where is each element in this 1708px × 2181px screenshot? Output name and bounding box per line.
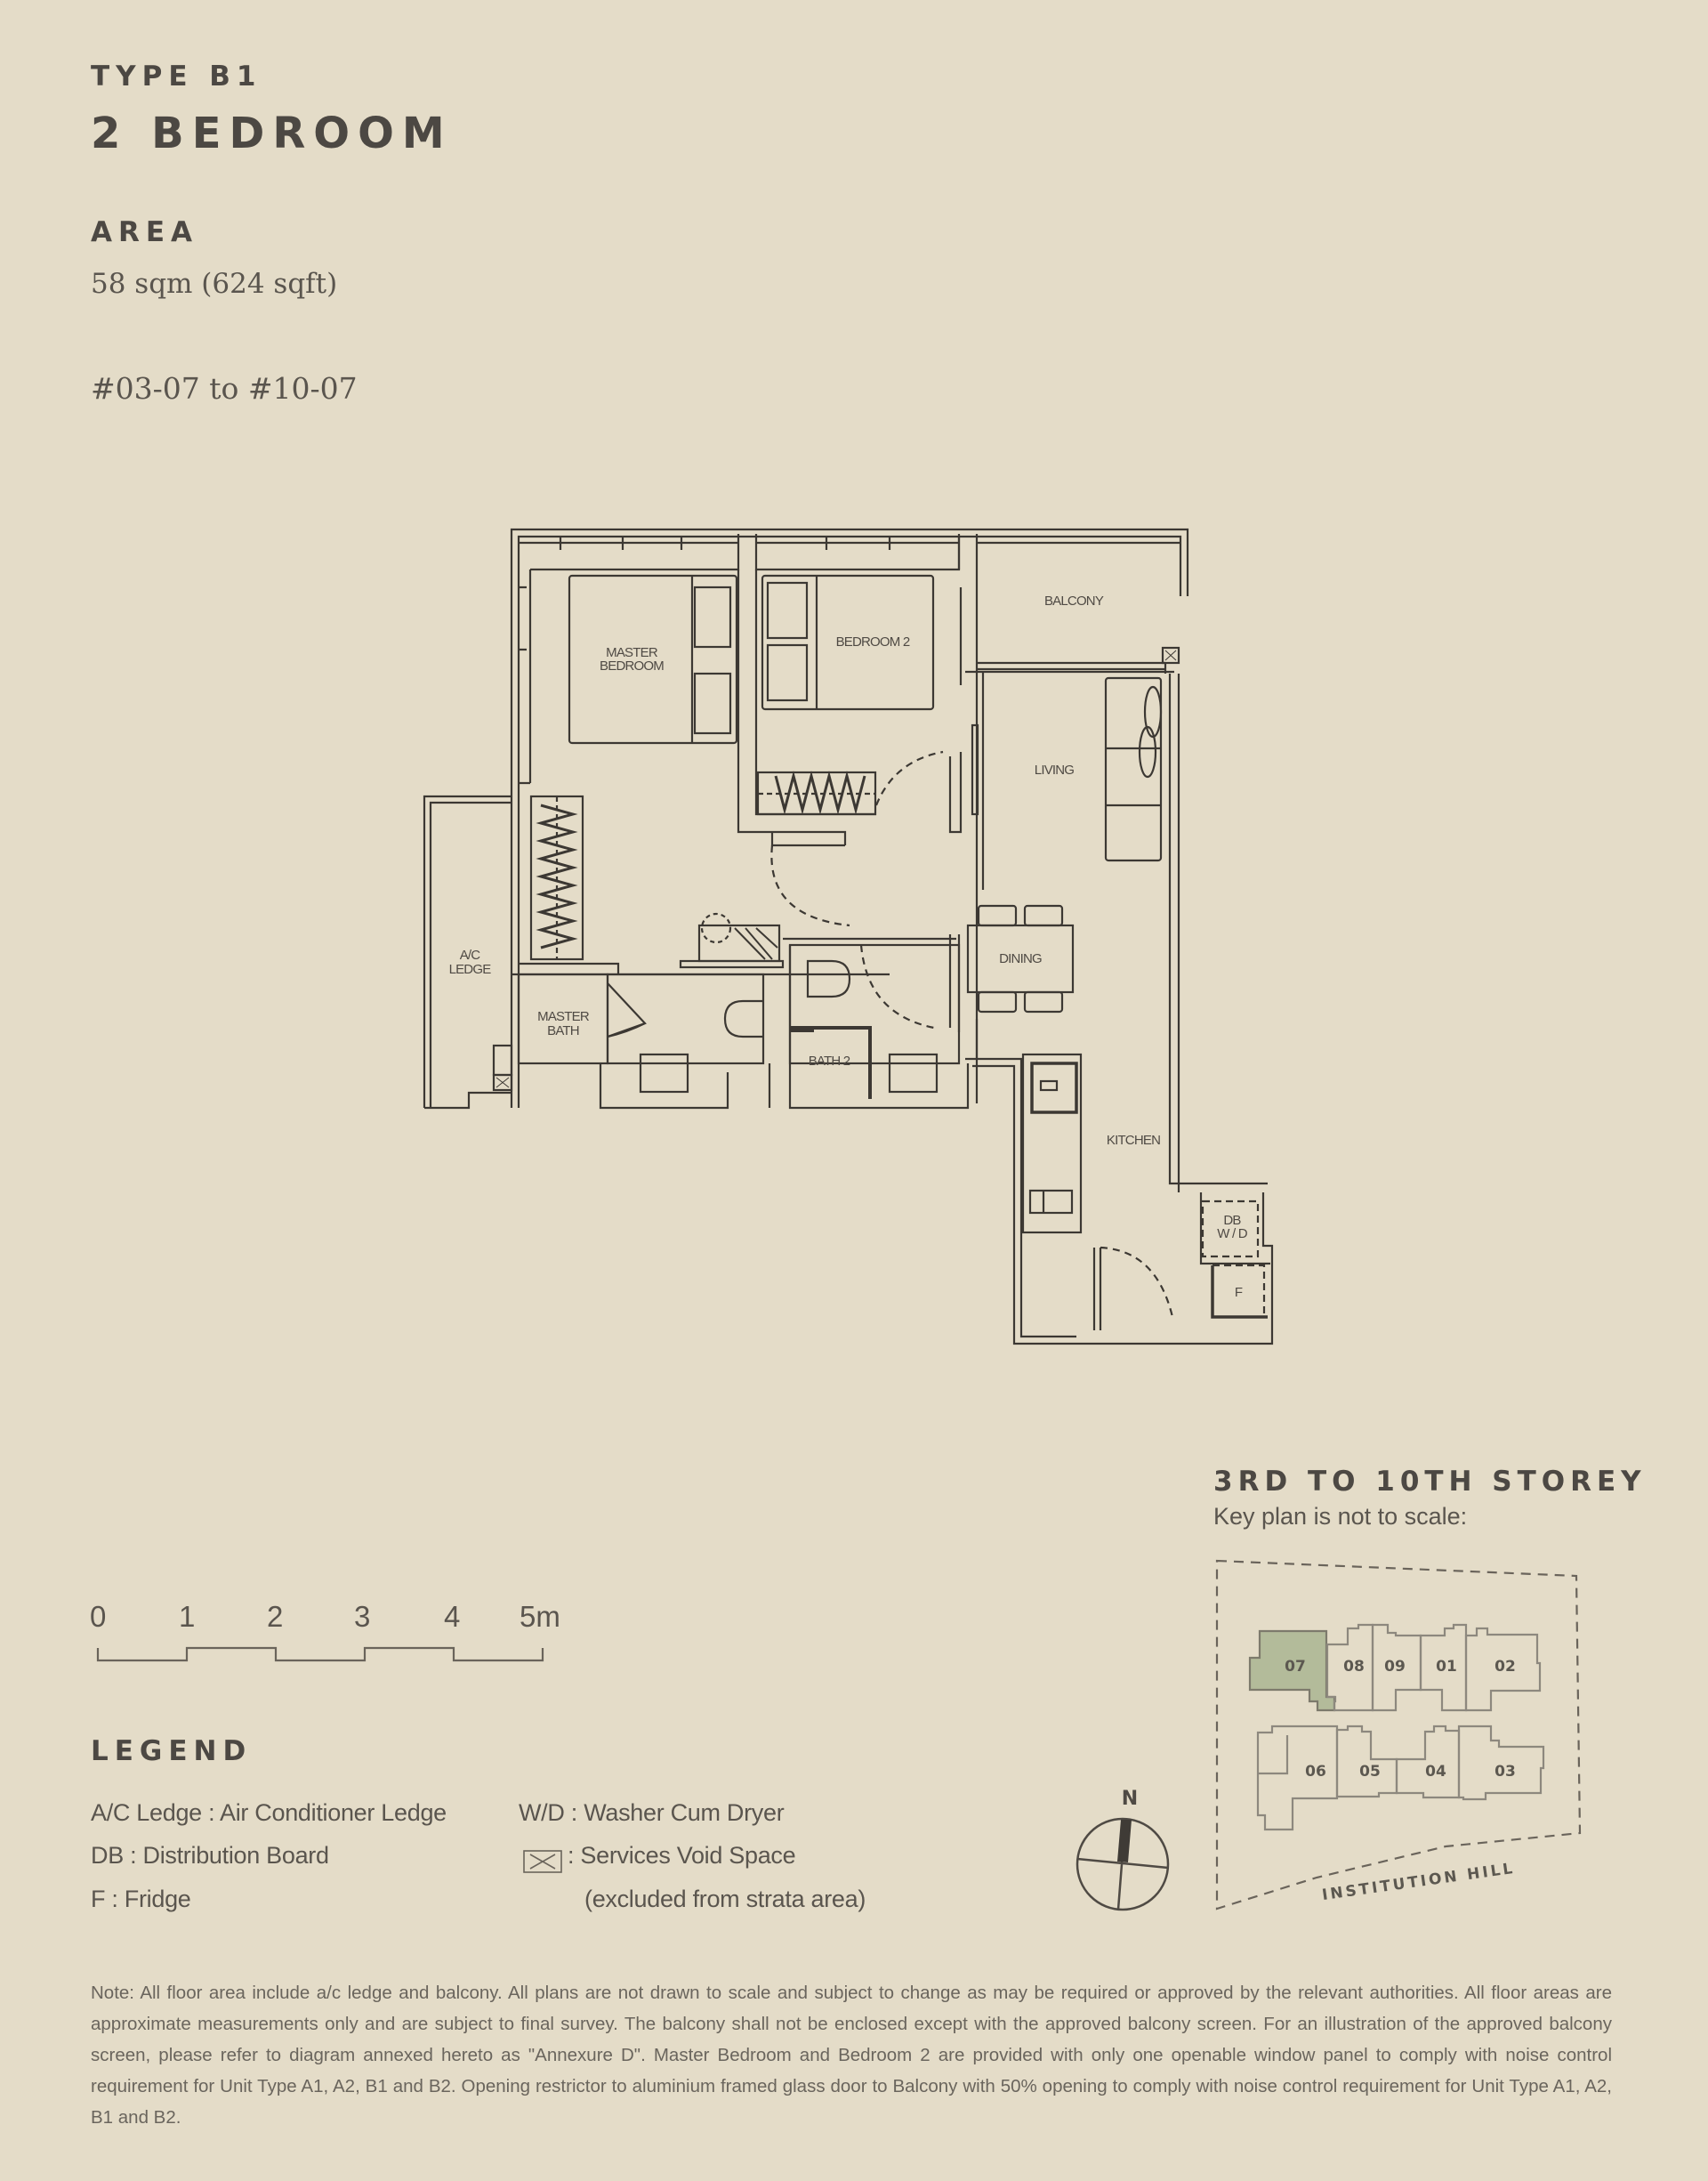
unit-range: #03-07 to #10-07 (91, 371, 358, 406)
legend-item-ac-ledge: A/C Ledge : Air Conditioner Ledge (91, 1799, 447, 1826)
unit-type-label: TYPE B1 (91, 61, 262, 93)
room-label-ac-ledge-2: LEDGE (449, 962, 492, 977)
scale-tick-2: 2 (267, 1600, 284, 1633)
area-value: 58 sqm (624 sqft) (91, 268, 338, 300)
legend-item-services-void: : Services Void Space (568, 1842, 796, 1869)
page-title: 2 BEDROOM (91, 109, 453, 158)
scale-tick-5: 5m (520, 1600, 560, 1633)
room-label-master-bedroom: MASTER (606, 645, 658, 660)
key-unit-label-01: 01 (1436, 1658, 1457, 1676)
room-label-master-bath-2: BATH (547, 1023, 579, 1038)
north-compass-icon: N (1076, 1788, 1170, 1911)
road-label: INSTITUTION HILL (1321, 1860, 1517, 1904)
room-label-bedroom-2: BEDROOM 2 (836, 634, 910, 650)
disclaimer-note: Note: All floor area include a/c ledge a… (91, 1983, 1612, 2128)
key-unit-label-04: 04 (1425, 1763, 1446, 1781)
scale-tick-4: 4 (444, 1600, 461, 1633)
legend-item-fridge: F : Fridge (91, 1886, 191, 1912)
storey-heading: 3RD TO 10TH STOREY (1213, 1466, 1647, 1498)
room-label-db: DB (1223, 1213, 1241, 1228)
compass-north-label: N (1122, 1788, 1138, 1810)
legend-heading: LEGEND (91, 1735, 253, 1767)
area-heading: AREA (91, 216, 199, 248)
room-label-master-bath: MASTER (537, 1009, 590, 1024)
room-label-fridge: F (1235, 1285, 1243, 1300)
key-unit-label-08: 08 (1343, 1658, 1365, 1676)
room-label-bath-2: BATH 2 (809, 1054, 850, 1069)
legend-item-services-void-note: (excluded from strata area) (584, 1886, 866, 1912)
scale-tick-0: 0 (90, 1600, 107, 1633)
scale-tick-1: 1 (179, 1600, 196, 1633)
key-unit-label-03: 03 (1494, 1763, 1516, 1781)
room-label-master-bedroom-2: BEDROOM (600, 658, 664, 674)
key-unit-label-07: 07 (1285, 1658, 1306, 1676)
key-plan-note: Key plan is not to scale: (1213, 1503, 1468, 1530)
room-label-living: LIVING (1035, 763, 1075, 778)
scale-tick-3: 3 (354, 1600, 371, 1633)
key-unit-label-06: 06 (1305, 1763, 1326, 1781)
room-label-balcony: BALCONY (1044, 594, 1104, 609)
room-label-dining: DINING (999, 951, 1042, 966)
scale-bar (96, 1646, 544, 1662)
room-label-kitchen: KITCHEN (1107, 1133, 1160, 1148)
key-unit-label-02: 02 (1494, 1658, 1516, 1676)
key-plan: 07 08 09 01 02 06 05 04 03 INSTITUTION H… (1215, 1559, 1582, 1910)
key-unit-label-09: 09 (1384, 1658, 1406, 1676)
legend-item-wd: W/D : Washer Cum Dryer (519, 1799, 785, 1826)
floor-plan (423, 528, 1274, 1345)
legend-item-db: DB : Distribution Board (91, 1842, 329, 1869)
room-label-wd: W / D (1217, 1226, 1247, 1241)
services-void-icon (523, 1850, 562, 1873)
key-unit-label-05: 05 (1359, 1763, 1381, 1781)
room-label-ac-ledge: A/C (460, 948, 481, 963)
